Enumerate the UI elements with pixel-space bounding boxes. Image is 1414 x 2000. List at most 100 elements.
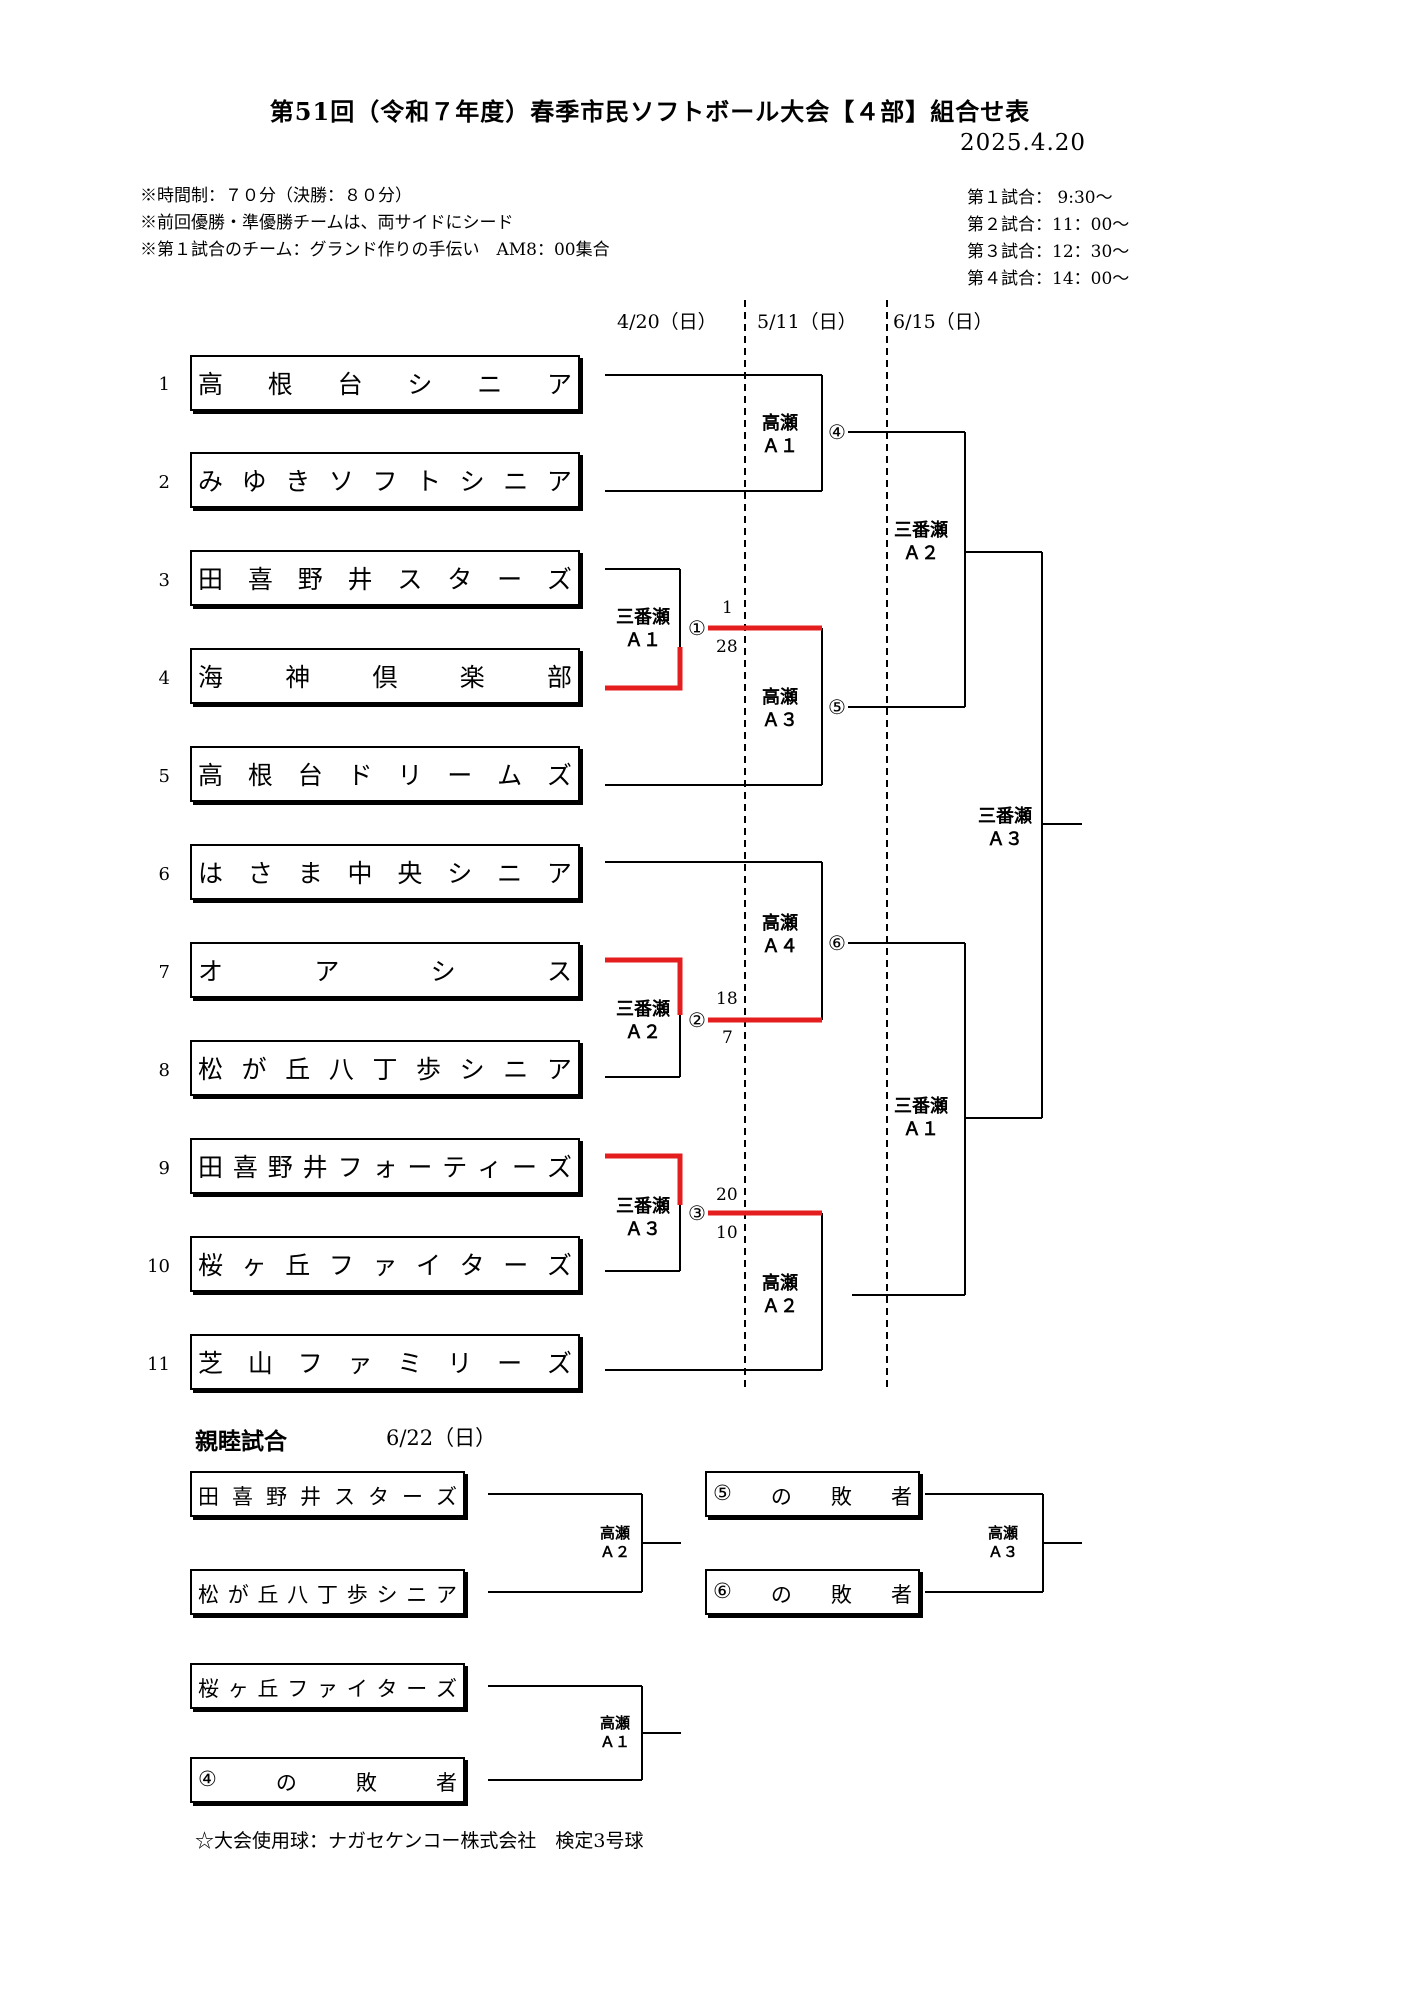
char: 者 (890, 1583, 912, 1607)
team-box: 桜ヶ丘ファイターズ (190, 1236, 580, 1292)
char: ズ (436, 1677, 457, 1701)
char: ス (334, 1485, 355, 1509)
char: ア (546, 467, 572, 496)
team-box: 田喜野井フォーティーズ (190, 1138, 580, 1194)
team-name: 高根台ドリームズ (198, 756, 572, 792)
char: ア (314, 957, 340, 986)
char: 中 (347, 859, 373, 888)
team-number: 8 (158, 1060, 170, 1081)
char: 芝 (198, 1349, 224, 1378)
char: フ (287, 1677, 309, 1701)
round-3-date: 6/15（日） (893, 311, 993, 333)
char: ー (512, 1153, 538, 1182)
char: 根 (247, 761, 273, 790)
char: み (198, 467, 224, 496)
friendly-team-name: 田喜野井スターズ (198, 1481, 457, 1511)
char: ー (503, 1251, 529, 1280)
team-box: 松が丘八丁歩シニア (190, 1040, 580, 1096)
char: 丘 (257, 1677, 279, 1701)
char: タ (368, 1485, 389, 1509)
char: イ (416, 1251, 442, 1280)
char: 歩 (416, 1055, 442, 1084)
char: 根 (267, 370, 293, 399)
char: フ (328, 1251, 354, 1280)
char: ⑥ (713, 1579, 732, 1603)
char: タ (376, 1677, 398, 1701)
char: ス (546, 957, 572, 986)
score: 20 (716, 1185, 738, 1205)
team-name: 高根台シニア (198, 365, 572, 401)
match-number-5: ⑤ (828, 695, 846, 719)
char: ヶ (227, 1677, 249, 1701)
team-box: はさま中央シニア (190, 844, 580, 900)
char: 八 (328, 1055, 354, 1084)
note-seed: ※前回優勝・準優勝チームは、両サイドにシード (140, 213, 514, 233)
friendly-team-box: ⑥ の 敗 者 (705, 1569, 920, 1615)
char: 野 (266, 1485, 287, 1509)
char: 田 (198, 1485, 219, 1509)
char: 山 (247, 1349, 273, 1378)
schedule-match-1: 第１試合： 9:30～ (967, 188, 1113, 208)
char: 敗 (355, 1771, 377, 1795)
score: 1 (722, 598, 733, 618)
team-box: 芝山ファミリーズ (190, 1334, 580, 1390)
char: 台 (297, 761, 323, 790)
char: ー (406, 1677, 428, 1701)
char: ー (497, 565, 523, 594)
char: ズ (546, 1349, 572, 1378)
char: 松 (198, 1583, 219, 1607)
char: ォ (372, 1153, 398, 1182)
char: 敗 (830, 1583, 852, 1607)
char: 桜 (198, 1677, 219, 1701)
char: フ (372, 467, 398, 496)
team-number: 7 (158, 962, 170, 983)
schedule-match-2: 第２試合：11：00～ (967, 215, 1130, 235)
char: 喜 (247, 565, 273, 594)
char: ズ (546, 1251, 572, 1280)
char: 高 (198, 761, 224, 790)
friendly-team-name: 桜ヶ丘ファイターズ (198, 1673, 457, 1703)
char: 松 (198, 1055, 224, 1084)
tournament-date: 2025.4.20 (960, 130, 1087, 156)
char: ニ (477, 370, 503, 399)
char: 者 (435, 1771, 457, 1795)
schedule-match-3: 第３試合：12：30～ (967, 242, 1130, 262)
score: 10 (716, 1223, 738, 1243)
char: ズ (436, 1485, 457, 1509)
char: ア (546, 859, 572, 888)
char: タ (447, 565, 473, 594)
char: シ (459, 467, 485, 496)
schedule-match-4: 第４試合：14：00～ (967, 269, 1130, 289)
friendly-team-box: 松が丘八丁歩シニア (190, 1569, 465, 1615)
match-number-4: ④ (828, 420, 846, 444)
char: の (770, 1583, 792, 1607)
char: ア (546, 1055, 572, 1084)
friendly-team-name: ⑥ の 敗 者 (713, 1579, 912, 1609)
team-number: 2 (158, 472, 170, 493)
char: 丁 (317, 1583, 338, 1607)
char: 丘 (257, 1583, 279, 1607)
team-number: 5 (158, 766, 170, 787)
char: ヶ (241, 1251, 267, 1280)
char: 央 (397, 859, 423, 888)
char: フ (337, 1153, 363, 1182)
friendly-date: 6/22（日） (386, 1426, 497, 1450)
char: ア (546, 370, 572, 399)
char: ァ (372, 1251, 398, 1280)
note-first-match: ※第１試合のチーム：グランド作りの手伝い AM8：00集合 (140, 240, 610, 260)
team-number: 4 (158, 668, 170, 689)
char: の (275, 1771, 297, 1795)
char: 井 (347, 565, 373, 594)
char: ズ (546, 761, 572, 790)
char: 神 (285, 663, 311, 692)
char: シ (376, 1583, 398, 1607)
char: 丘 (285, 1251, 311, 1280)
